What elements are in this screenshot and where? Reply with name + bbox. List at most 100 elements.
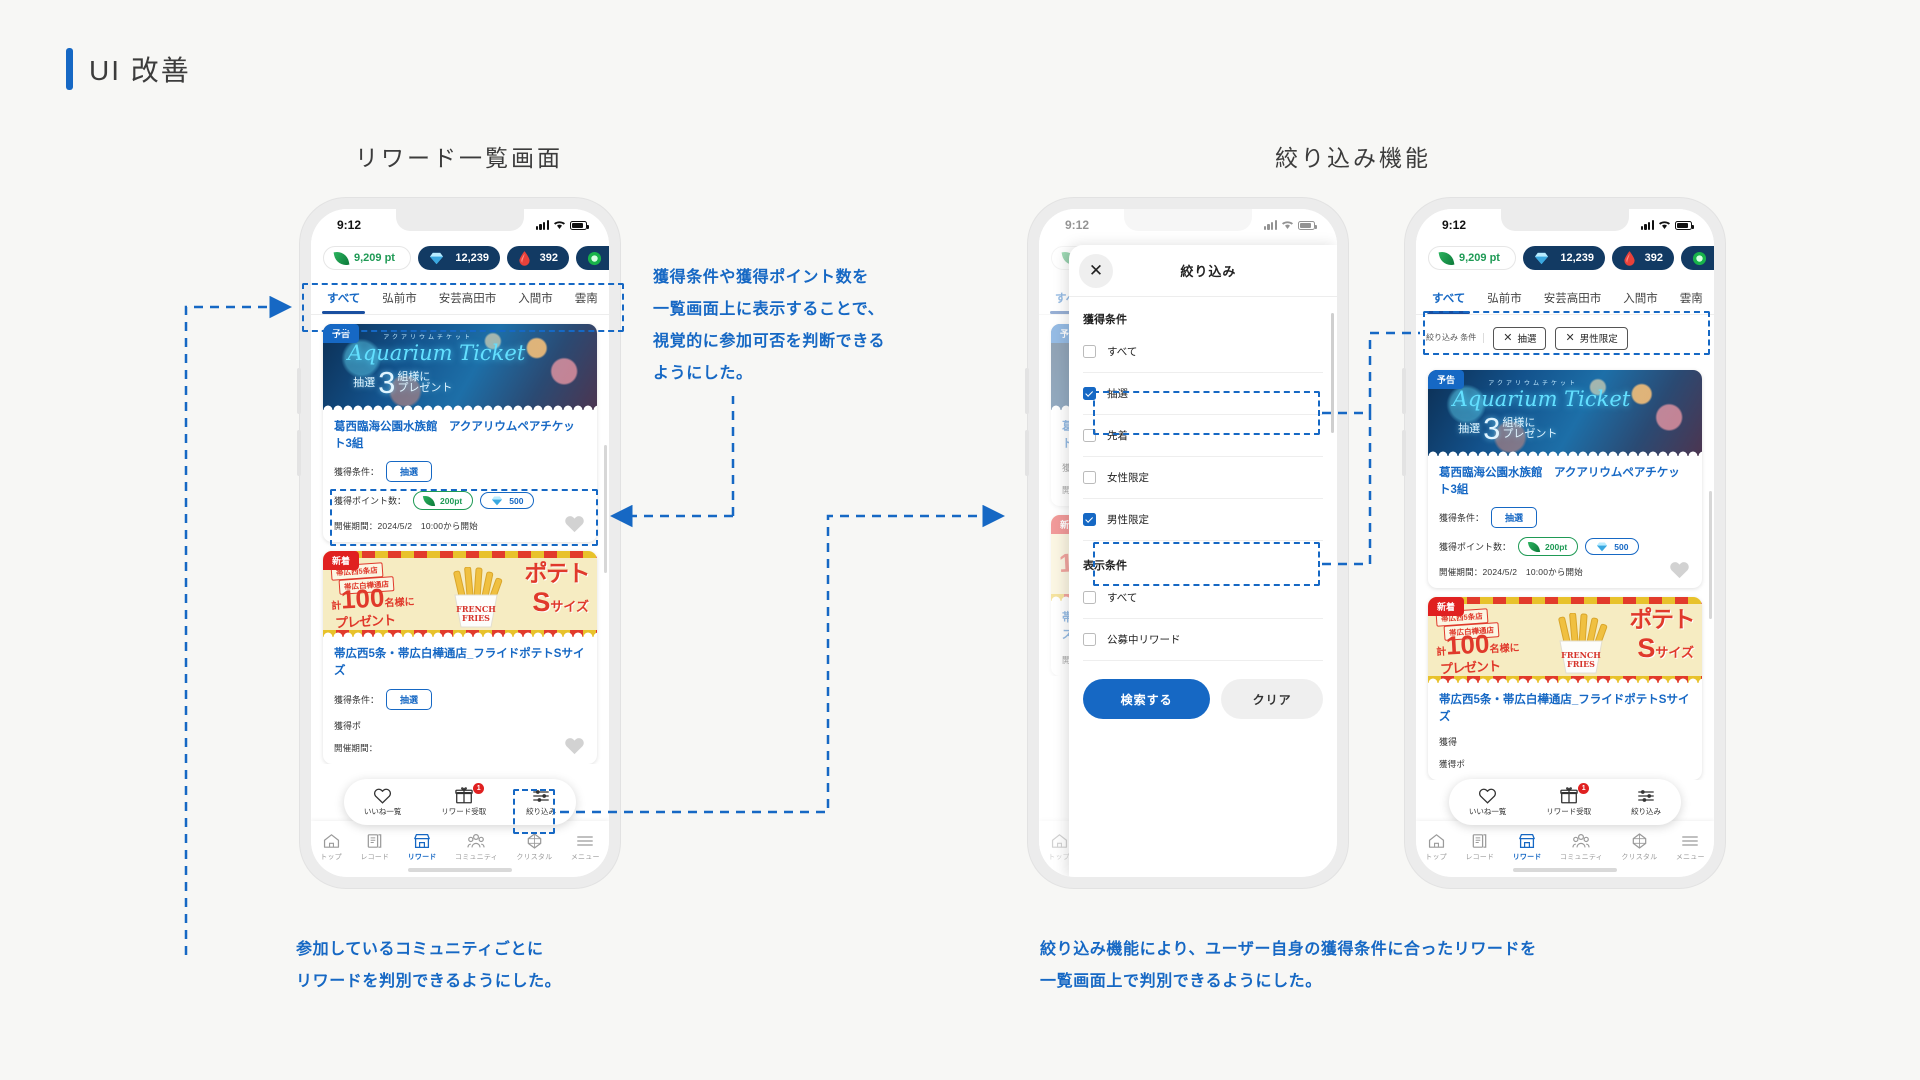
fab-receive-reward[interactable]: 1 リワード受取 xyxy=(441,783,486,817)
nav-item-crystal[interactable]: クリスタル xyxy=(1621,832,1657,862)
nav-item-record[interactable]: レコード xyxy=(1465,833,1494,862)
nav-item-record[interactable]: レコード xyxy=(360,833,389,862)
reward-title: 帯広西5条・帯広白樺通店_フライドポテトSサイズ xyxy=(334,648,585,678)
reward-card[interactable]: 予告 アクアリウムチケット Aquarium Ticket 抽選 3 組様に プ… xyxy=(323,324,597,543)
reward-title: 帯広西5条・帯広白樺通店_フライドポテトSサイズ xyxy=(1439,694,1690,724)
modal-scrollbar[interactable] xyxy=(1331,313,1334,433)
points-chip-leaf[interactable]: 9,209 pt xyxy=(323,246,411,270)
points-chip-crystal[interactable] xyxy=(1681,246,1714,270)
signal-icon xyxy=(535,220,549,230)
points-chip-gem[interactable]: 12,239 xyxy=(418,246,500,270)
checkbox[interactable] xyxy=(1083,471,1096,484)
community-tab-unnan[interactable]: 雲南 xyxy=(1679,293,1703,305)
nav-item-crystal[interactable]: クリスタル xyxy=(516,832,552,862)
favorite-heart-icon[interactable] xyxy=(564,514,585,533)
community-tab-hirosaki[interactable]: 弘前市 xyxy=(1487,293,1522,305)
close-icon[interactable]: ✕ xyxy=(1079,253,1113,288)
fab-receive-reward[interactable]: 1 リワード受取 xyxy=(1546,783,1591,817)
points-chip-leaf[interactable]: 9,209 pt xyxy=(1428,246,1516,270)
perforation-divider xyxy=(323,632,597,638)
clear-button[interactable]: クリア xyxy=(1221,679,1323,719)
filter-modal: ✕ 絞り込み 獲得条件 すべて 抽選 先 xyxy=(1069,245,1337,877)
banner-title: Aquarium Ticket xyxy=(1452,387,1631,411)
modal-title: 絞り込み xyxy=(1180,264,1237,279)
checkbox[interactable] xyxy=(1083,429,1096,442)
favorite-heart-icon[interactable] xyxy=(564,736,585,755)
filter-icon xyxy=(533,789,549,802)
filter-option-male-only[interactable]: 男性限定 xyxy=(1083,499,1323,541)
filter-option-first-come[interactable]: 先着 xyxy=(1083,415,1323,457)
nav-item-menu[interactable]: メニュー xyxy=(571,833,600,862)
checkbox[interactable] xyxy=(1083,591,1096,604)
filter-option-all-condition[interactable]: すべて xyxy=(1083,331,1323,373)
community-tab-all[interactable]: すべて xyxy=(1426,290,1471,314)
community-tab-akitakata[interactable]: 安芸高田市 xyxy=(438,293,497,305)
active-filter-chip-male-only[interactable]: ✕ 男性限定 xyxy=(1555,326,1628,350)
signal-icon xyxy=(1640,220,1654,230)
reward-card[interactable]: 新着 帯広西5条店 帯広白樺通店 計100名様に プレゼント xyxy=(1428,597,1702,780)
checkbox[interactable] xyxy=(1083,633,1096,646)
status-bar: 9:12 xyxy=(311,209,609,239)
filter-option-female-only[interactable]: 女性限定 xyxy=(1083,457,1323,499)
home-indicator xyxy=(1513,868,1617,872)
reward-points-row: 獲得ポ xyxy=(334,719,586,732)
title-accent-bar xyxy=(66,48,73,90)
close-icon[interactable]: ✕ xyxy=(1565,331,1575,344)
banner-number: 3 xyxy=(1483,411,1501,446)
filter-option-open-reward[interactable]: 公募中リワード xyxy=(1083,619,1323,661)
active-filter-chip-lottery[interactable]: ✕ 抽選 xyxy=(1493,326,1547,350)
fab-filter[interactable]: 絞り込み xyxy=(526,788,556,817)
banner-right-bottom: プレゼント xyxy=(397,382,453,395)
list-scrollbar[interactable] xyxy=(604,445,607,573)
reward-card[interactable]: 予告 アクアリウムチケット Aquarium Ticket 抽選 3 組様に プ… xyxy=(1428,370,1702,589)
nav-item-menu[interactable]: メニュー xyxy=(1676,833,1705,862)
favorite-heart-icon[interactable] xyxy=(1669,560,1690,579)
checkbox[interactable] xyxy=(1083,387,1096,400)
community-tab-hirosaki[interactable]: 弘前市 xyxy=(382,293,417,305)
point-value: 500 xyxy=(1614,541,1629,552)
fab-badge: 1 xyxy=(1578,783,1590,794)
nav-item-top[interactable]: トップ xyxy=(1425,833,1447,862)
phone-mockup-reward-list: 9:12 9,209 pt 12,239 xyxy=(297,198,620,888)
heart-icon xyxy=(374,788,392,804)
community-tab-unnan[interactable]: 雲南 xyxy=(574,293,598,305)
nav-item-community[interactable]: コミュニティ xyxy=(1560,833,1603,862)
list-scrollbar[interactable] xyxy=(1709,491,1712,619)
community-tab-iruma[interactable]: 入間市 xyxy=(518,293,553,305)
fab-likes[interactable]: いいね一覧 xyxy=(1469,787,1506,817)
points-chip-drop[interactable]: 392 xyxy=(507,246,569,270)
reward-point-chip-gem: 500 xyxy=(480,492,535,510)
close-icon[interactable]: ✕ xyxy=(1503,331,1513,344)
battery-icon xyxy=(1675,221,1694,230)
community-tab-akitakata[interactable]: 安芸高田市 xyxy=(1543,293,1602,305)
reward-icon xyxy=(1519,833,1535,848)
phone-screen: 9:12 9,209 pt 12,239 xyxy=(1416,209,1714,877)
community-tab-all[interactable]: すべて xyxy=(321,290,366,314)
points-chip-gem[interactable]: 12,239 xyxy=(1523,246,1605,270)
nav-label: リワード xyxy=(407,853,437,861)
leaf-icon xyxy=(424,495,434,507)
points-value: 9,209 pt xyxy=(354,252,395,264)
filter-option-lottery[interactable]: 抽選 xyxy=(1083,373,1323,415)
option-label: 先着 xyxy=(1107,430,1128,442)
points-value: 392 xyxy=(1644,252,1663,264)
filter-option-all-display[interactable]: すべて xyxy=(1083,577,1323,619)
nav-item-reward[interactable]: リワード xyxy=(1513,833,1542,862)
nav-item-community[interactable]: コミュニティ xyxy=(455,833,498,862)
checkbox[interactable] xyxy=(1083,513,1096,526)
checkbox[interactable] xyxy=(1083,345,1096,358)
fab-likes[interactable]: いいね一覧 xyxy=(364,787,401,817)
points-chip-drop[interactable]: 392 xyxy=(1612,246,1674,270)
points-chip-crystal[interactable] xyxy=(576,246,609,270)
search-button[interactable]: 検索する xyxy=(1083,679,1211,719)
reward-card[interactable]: 新着 帯広西5条店 帯広白樺通店 計100名様に プレゼント xyxy=(323,551,597,764)
section-heading-left: リワード一覧画面 xyxy=(355,145,563,171)
reward-banner-aquarium: アクアリウムチケット Aquarium Ticket 抽選 3 組様に プレゼン… xyxy=(323,324,597,410)
bottom-navigation: トップ レコード リワード コミュニティ クリスタル xyxy=(311,821,609,877)
nav-label: メニュー xyxy=(1675,853,1705,861)
community-tab-iruma[interactable]: 入間市 xyxy=(1623,293,1658,305)
nav-item-reward[interactable]: リワード xyxy=(408,833,437,862)
fab-filter[interactable]: 絞り込み xyxy=(1631,788,1661,817)
nav-item-top[interactable]: トップ xyxy=(320,833,342,862)
